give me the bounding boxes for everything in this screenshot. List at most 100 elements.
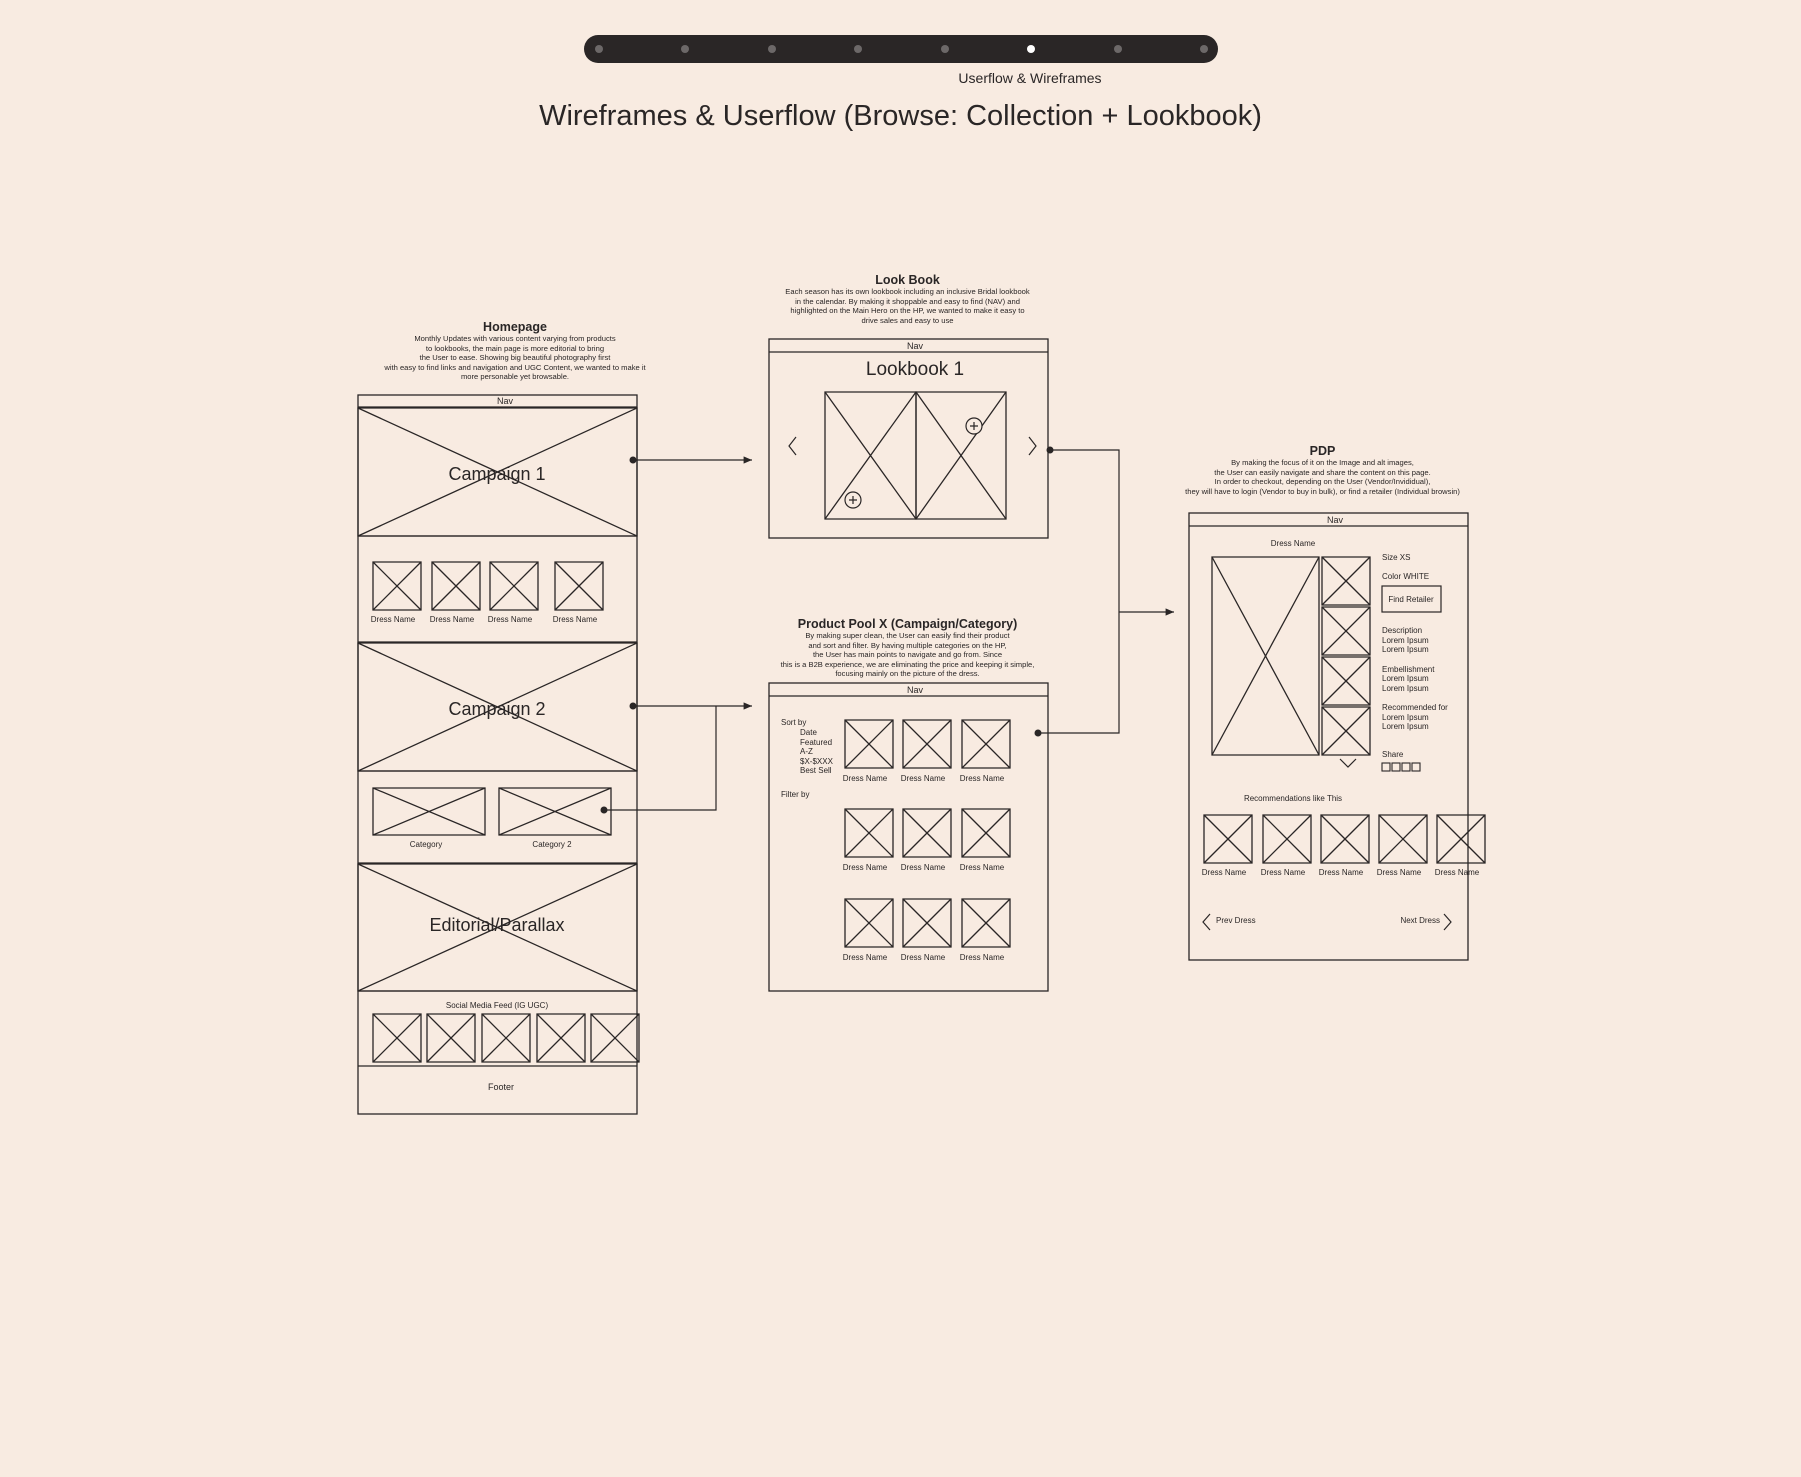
flow-node [1034,729,1042,737]
dress-name: Dress Name [843,863,888,872]
rec-thumb[interactable] [1437,815,1485,863]
rec-thumb[interactable] [1379,815,1427,863]
prev-dress-link[interactable]: Prev Dress [1216,916,1256,925]
step-dot[interactable] [768,45,776,53]
chevron-left-icon[interactable] [1202,913,1211,931]
pdp-alt-image[interactable] [1322,657,1370,705]
product-thumb[interactable] [845,720,893,768]
category2-label: Category 2 [532,840,572,849]
social-thumb[interactable] [373,1014,421,1062]
find-retailer-button[interactable] [1381,585,1442,613]
filter-by-label[interactable]: Filter by [781,790,809,799]
dress-name: Dress Name [901,863,946,872]
category2-image[interactable] [499,788,611,835]
category-label: Category [410,840,442,849]
step-dot[interactable] [595,45,603,53]
next-dress-link[interactable]: Next Dress [1400,916,1440,925]
product-thumb[interactable] [845,899,893,947]
sort-option[interactable]: Best Sell [800,766,832,775]
step-label: Userflow & Wireframes [958,70,1102,86]
chevron-left-icon[interactable] [788,436,797,456]
pdp-color[interactable]: Color WHITE [1382,572,1429,581]
flow-node [1046,446,1054,454]
sort-by-label[interactable]: Sort by [781,718,806,727]
embellishment-line: Lorem Ipsum [1382,684,1429,693]
lookbook-wireframe [768,338,1049,539]
description-line: Lorem Ipsum [1382,645,1429,654]
step-dot[interactable] [1200,45,1208,53]
homepage-title: Homepage [483,320,547,334]
chevron-down-icon[interactable] [1339,758,1357,768]
dress-thumb[interactable] [432,562,480,610]
sort-option[interactable]: Date [800,728,817,737]
dress-name: Dress Name [1202,868,1247,877]
recommended-line: Lorem Ipsum [1382,713,1429,722]
product-thumb[interactable] [903,899,951,947]
dress-name: Dress Name [960,774,1005,783]
rec-thumb[interactable] [1321,815,1369,863]
social-thumb[interactable] [591,1014,639,1062]
pdp-alt-image[interactable] [1322,707,1370,755]
lookbook-frame [768,338,1049,539]
share-icon[interactable] [1411,762,1421,772]
pdp-alt-image[interactable] [1322,557,1370,605]
share-icon[interactable] [1401,762,1411,772]
social-thumb[interactable] [537,1014,585,1062]
embellishment-line: Lorem Ipsum [1382,674,1429,683]
page-title: Wireframes & Userflow (Browse: Collectio… [539,100,1262,132]
lookbook-title: Look Book [875,273,940,287]
pdp-alt-image[interactable] [1322,607,1370,655]
rec-thumb[interactable] [1204,815,1252,863]
product-thumb[interactable] [962,720,1010,768]
social-thumb[interactable] [427,1014,475,1062]
footer-label: Footer [488,1082,514,1092]
product-pool-description: By making super clean, the User can easi… [780,631,1035,679]
product-pool-frame [768,682,1049,992]
share-icon[interactable] [1381,762,1391,772]
recommended-label: Recommended for [1382,703,1448,712]
step-dot[interactable] [854,45,862,53]
rec-thumb[interactable] [1263,815,1311,863]
social-thumb[interactable] [482,1014,530,1062]
step-dot[interactable] [1114,45,1122,53]
dress-thumb[interactable] [555,562,603,610]
product-pool-nav[interactable]: Nav [907,685,924,695]
chevron-right-icon[interactable] [1028,436,1037,456]
product-thumb[interactable] [903,809,951,857]
lookbook-nav[interactable]: Nav [907,341,924,351]
dress-name: Dress Name [843,774,888,783]
campaign1-label[interactable]: Campaign 1 [448,464,545,484]
dress-name: Dress Name [1261,868,1306,877]
dress-name: Dress Name [430,615,475,624]
campaign2-label[interactable]: Campaign 2 [448,699,545,719]
dress-thumb[interactable] [373,562,421,610]
product-thumb[interactable] [962,809,1010,857]
pdp-wireframe [1188,512,1469,961]
pdp-frame [1188,512,1469,961]
step-dot[interactable] [681,45,689,53]
chevron-right-icon[interactable] [1443,913,1452,931]
homepage-description: Monthly Updates with various content var… [384,334,646,382]
pdp-nav[interactable]: Nav [1327,515,1344,525]
dress-name: Dress Name [960,863,1005,872]
product-pool-title: Product Pool X (Campaign/Category) [797,617,1018,631]
pdp-size[interactable]: Size XS [1382,553,1410,562]
product-thumb[interactable] [962,899,1010,947]
sort-option[interactable]: $X-$XXX [800,757,834,766]
editorial-label[interactable]: Editorial/Parallax [429,915,564,935]
flow-connectors [604,449,1174,811]
step-dot[interactable] [941,45,949,53]
category-image[interactable] [373,788,485,835]
share-icon[interactable] [1391,762,1401,772]
sort-option[interactable]: Featured [800,738,832,747]
step-dot-active[interactable] [1027,45,1035,53]
pdp-title: PDP [1309,444,1336,458]
product-thumb[interactable] [845,809,893,857]
flow-node [629,702,637,710]
homepage-nav[interactable]: Nav [497,396,514,406]
product-thumb[interactable] [903,720,951,768]
dress-name: Dress Name [1319,868,1364,877]
sort-option[interactable]: A-Z [800,747,813,756]
dress-thumb[interactable] [490,562,538,610]
